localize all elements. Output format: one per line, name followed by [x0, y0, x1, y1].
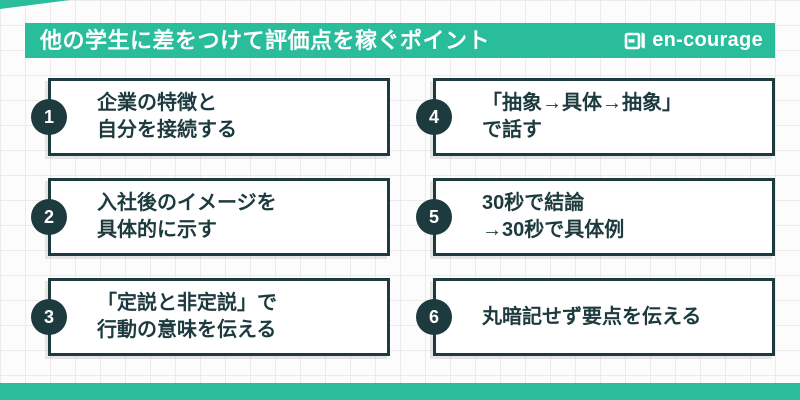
point-card-4: 4 「抽象→具体→抽象」 で話す [416, 78, 775, 156]
point-text-line: 入社後のイメージを [97, 192, 277, 214]
point-text-line: 30秒で結論 [482, 192, 585, 214]
point-text-line: で話す [482, 119, 542, 141]
point-text-line: 「定説と非定説」で [97, 292, 277, 314]
logo: en-courage [624, 29, 763, 52]
point-card-1: 1 企業の特徴と 自分を接続する [31, 78, 390, 156]
point-text-line: 企業の特徴と [97, 92, 217, 114]
point-text-line: 自分を接続する [97, 119, 237, 141]
point-number-badge: 2 [31, 199, 67, 235]
book-logo-icon [624, 30, 648, 52]
point-card-5: 5 30秒で結論 →30秒で具体例 [416, 178, 775, 256]
point-number-badge: 1 [31, 99, 67, 135]
point-number-badge: 3 [31, 299, 67, 335]
point-text-line: 行動の意味を伝える [97, 319, 277, 341]
point-card-6: 6 丸暗記せず要点を伝える [416, 278, 775, 356]
point-text-line: 丸暗記せず要点を伝える [482, 305, 702, 328]
point-text-line: →30秒で具体例 [482, 219, 625, 241]
point-number-badge: 5 [416, 199, 452, 235]
header-banner: 他の学生に差をつけて評価点を稼ぐポイント en-courage [25, 23, 775, 58]
point-text-line: 「抽象→具体→抽象」 [482, 92, 682, 114]
bottom-accent-bar [0, 383, 800, 400]
point-number-badge: 6 [416, 299, 452, 335]
logo-text: en-courage [652, 29, 763, 51]
page-title: 他の学生に差をつけて評価点を稼ぐポイント [40, 27, 491, 53]
corner-accent-wedge [0, 0, 70, 9]
point-number-badge: 4 [416, 99, 452, 135]
point-card-2: 2 入社後のイメージを 具体的に示す [31, 178, 390, 256]
point-card-3: 3 「定説と非定説」で 行動の意味を伝える [31, 278, 390, 356]
point-text-line: 具体的に示す [97, 219, 217, 241]
